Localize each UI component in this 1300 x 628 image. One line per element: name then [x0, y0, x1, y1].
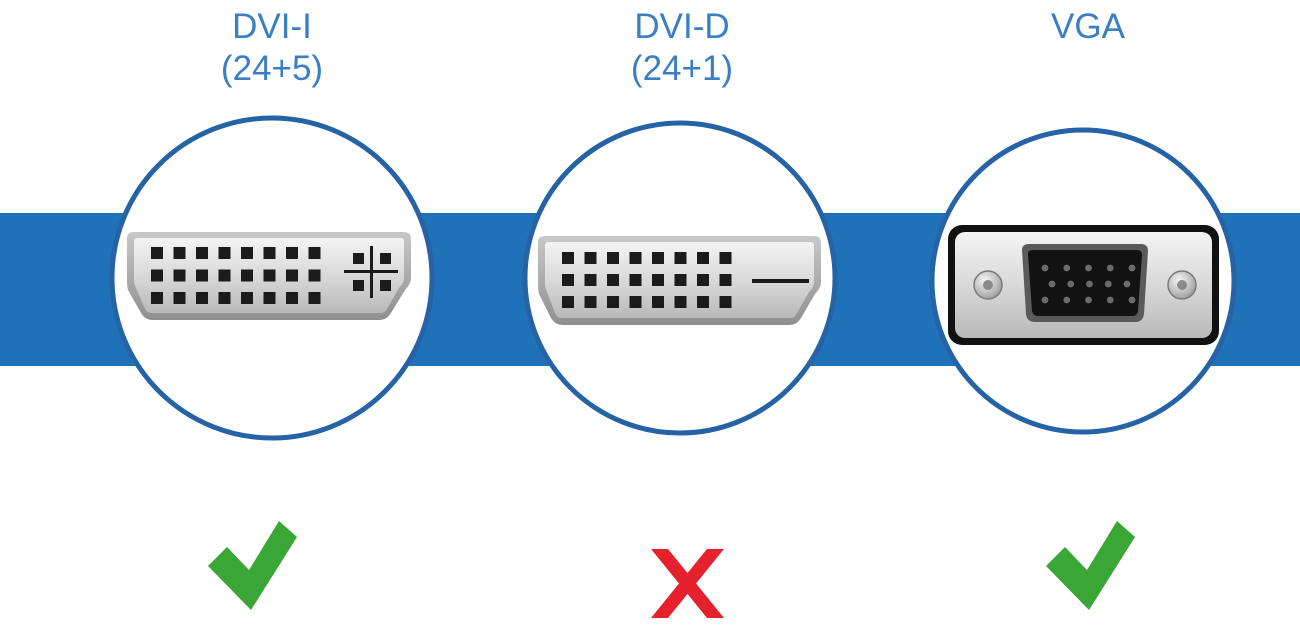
vga-name-label: VGA — [1051, 7, 1125, 46]
dvi-i-pin — [263, 247, 276, 259]
vga-pin — [1041, 296, 1049, 304]
dvi-d-connector-icon — [538, 236, 821, 325]
dvi-d-pin — [607, 252, 619, 264]
vga-pin — [1063, 296, 1071, 304]
vga-pin — [1128, 264, 1136, 272]
vga-pin — [1086, 280, 1093, 288]
dvi-d-pin — [652, 274, 664, 286]
dvi-i-pin — [218, 292, 231, 304]
vga-pin — [1106, 264, 1114, 272]
dvi-i-pin — [151, 292, 163, 304]
dvi-d-pin — [719, 252, 732, 264]
dvi-i-pin — [218, 247, 231, 259]
vga-pin — [1104, 280, 1112, 288]
dvi-i-pin — [263, 269, 276, 282]
vga-pin — [1067, 280, 1075, 288]
dvi-i-pin — [151, 247, 163, 259]
dvi-d-pin — [562, 296, 574, 308]
dvi-i-pin — [286, 269, 298, 282]
dvi-i-connector-icon — [127, 232, 411, 320]
dvi-d-pin — [697, 252, 709, 264]
vga-pin — [1048, 280, 1056, 288]
dvi-d-pin — [584, 274, 597, 286]
panel-dvi-d — [522, 120, 838, 436]
dvi-d-pin — [719, 296, 732, 308]
dvi-d-pin — [629, 296, 642, 308]
dvi-i-pin — [286, 247, 298, 259]
dvi-d-pin — [674, 296, 687, 308]
dvi-d-pin — [562, 274, 574, 286]
dvi-i-pin — [286, 292, 298, 304]
dvi-i-pin — [308, 247, 321, 259]
dvi-d-pin — [697, 274, 709, 286]
dvi-i-pin — [151, 269, 163, 282]
vga-pin — [1085, 296, 1092, 304]
vga-status-check-icon — [1046, 521, 1135, 610]
vga-pin — [1063, 264, 1071, 272]
dvi-d-pin — [607, 274, 619, 286]
dvi-i-pin — [196, 292, 208, 304]
dvi-d-pin — [652, 296, 664, 308]
dvi-i-pin — [263, 292, 276, 304]
panel-dvi-i — [109, 115, 435, 441]
dvi-d-pin — [629, 274, 642, 286]
dvi-i-pin — [196, 269, 208, 282]
dvi-d-pin — [607, 296, 619, 308]
dvi-d-pin — [719, 274, 732, 286]
dvi-i-pin — [241, 292, 253, 304]
dvi-d-pins-label: (24+1) — [630, 49, 734, 88]
dvi-i-pin — [173, 292, 186, 304]
dvi-d-pin — [584, 296, 597, 308]
vga-connector-icon — [948, 225, 1219, 345]
panel-vga — [929, 127, 1237, 435]
vga-pin — [1106, 296, 1114, 304]
dvi-d-pin — [674, 252, 687, 264]
vga-pin — [1128, 296, 1136, 304]
dvi-d-pin — [562, 252, 574, 264]
dvi-i-pin — [308, 269, 321, 282]
dvi-i-pin — [196, 247, 208, 259]
dvi-i-name-label: DVI-I — [232, 7, 312, 46]
dvi-d-status-cross-icon — [651, 549, 724, 618]
dvi-d-pin — [652, 252, 664, 264]
dvi-i-pins-label: (24+5) — [220, 49, 324, 88]
dvi-d-pin — [584, 252, 597, 264]
dvi-d-pin — [629, 252, 642, 264]
dvi-i-pin — [241, 247, 253, 259]
dvi-d-pin — [697, 296, 709, 308]
dvi-i-status-check-icon — [208, 521, 297, 610]
dvi-i-pin — [173, 247, 186, 259]
dvi-i-pin — [308, 292, 321, 304]
vga-pin — [1085, 264, 1092, 272]
dvi-i-pin — [218, 269, 231, 282]
dvi-i-pin — [241, 269, 253, 282]
dvi-d-pin — [674, 274, 687, 286]
vga-pin — [1041, 264, 1049, 272]
vga-pin — [1123, 280, 1131, 288]
dvi-i-pin — [173, 269, 186, 282]
dvi-d-name-label: DVI-D — [634, 7, 730, 46]
